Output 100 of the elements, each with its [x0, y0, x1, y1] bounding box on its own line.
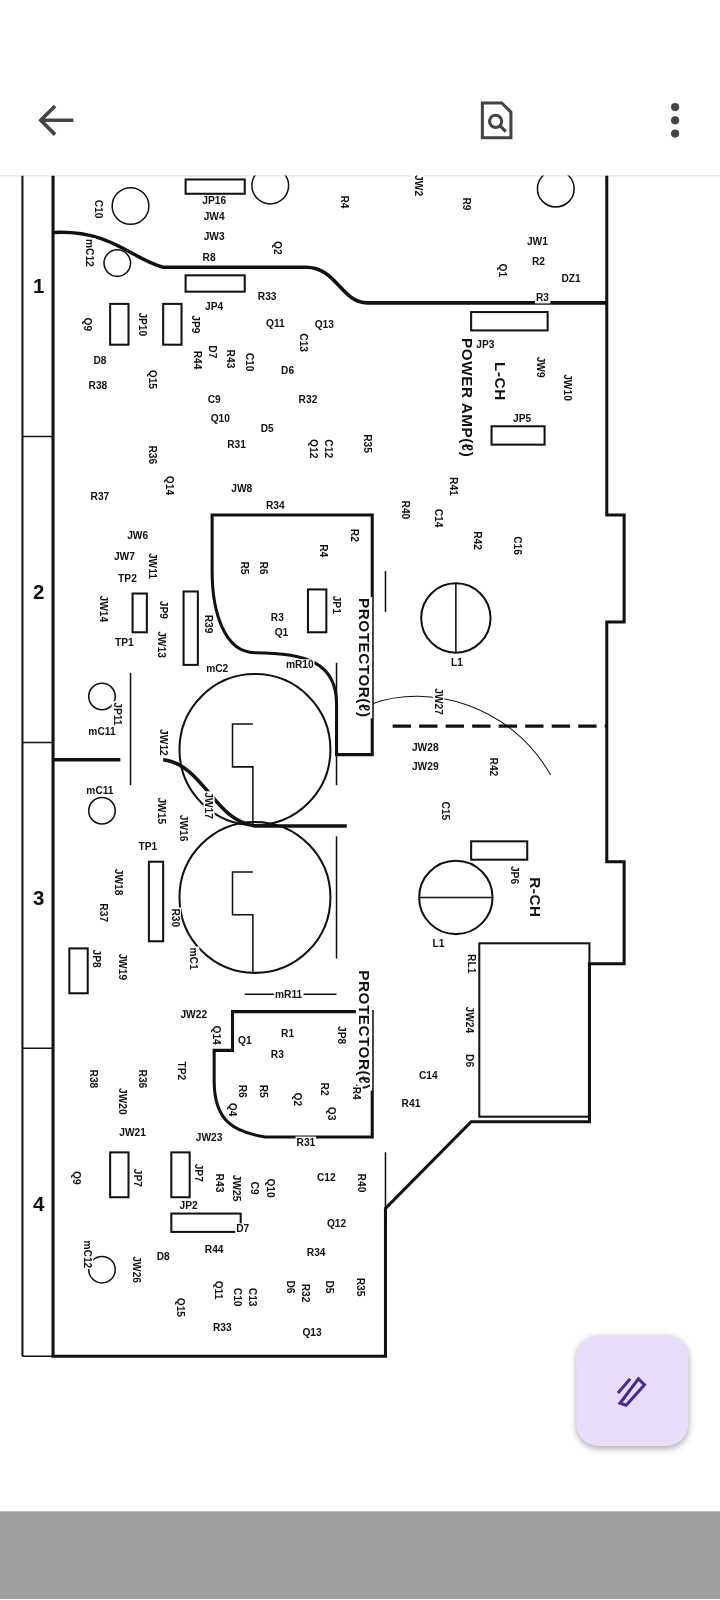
component-label: Q13: [301, 1327, 323, 1339]
component-label: D7: [206, 344, 218, 360]
component-label: JW19: [116, 952, 128, 982]
component-label: D5: [259, 422, 275, 434]
component-label: JW10: [562, 373, 574, 402]
component-label: DZ1: [560, 272, 582, 284]
component-label: R2: [318, 1081, 330, 1097]
component-label: R35: [355, 1276, 367, 1298]
component-label: Q9: [82, 316, 94, 333]
component-label: D6: [280, 364, 296, 376]
component-label: R6: [257, 560, 269, 576]
component-label: R40: [400, 499, 412, 521]
component-label: TP1: [137, 840, 159, 853]
component-label: JP8: [336, 1025, 348, 1046]
component-label: Q12: [325, 1218, 348, 1230]
component-label: TP2: [117, 572, 138, 584]
component-label: JP5: [512, 412, 533, 424]
component-label: D8: [155, 1250, 171, 1262]
component-label: JP10: [137, 311, 149, 338]
component-label: C10: [244, 351, 256, 373]
component-label: JP4: [204, 300, 225, 312]
bottom-bar: [0, 1511, 720, 1600]
component-label: D8: [92, 354, 108, 366]
component-label: JP11: [111, 701, 123, 727]
component-label: JW7: [112, 551, 136, 563]
component-label: C9: [249, 1180, 261, 1196]
board-title: PROTECTOR(ℓ): [355, 597, 373, 719]
component-label: L1: [431, 937, 446, 949]
component-label: mC12: [82, 1239, 94, 1270]
component-label: Q11: [264, 317, 286, 329]
component-label: R2: [530, 255, 546, 267]
component-label: JP7: [193, 1162, 205, 1183]
component-label: R41: [448, 476, 460, 497]
component-label: JW24: [463, 1005, 475, 1035]
component-label: JW29: [410, 761, 440, 773]
component-label: JW11: [147, 551, 159, 581]
component-label: Q10: [264, 1177, 276, 1199]
component-label: R5: [239, 560, 251, 576]
component-label: R37: [98, 902, 110, 924]
component-label: R33: [211, 1322, 233, 1334]
component-label: Q1: [236, 1034, 253, 1046]
component-label: mC1: [188, 946, 200, 971]
component-label: D5: [323, 1279, 335, 1295]
component-label: mC11: [85, 784, 115, 796]
component-label: JW27: [432, 687, 445, 716]
component-label: R34: [264, 500, 286, 512]
component-label: R44: [203, 1243, 225, 1255]
component-label: D6: [285, 1279, 297, 1295]
component-label: C12: [322, 438, 334, 460]
component-label: Q15: [147, 368, 159, 391]
component-label: JW26: [131, 1255, 143, 1284]
component-label: mC2: [205, 662, 230, 674]
component-label: mC12: [84, 238, 96, 268]
component-label: JW3: [202, 231, 226, 243]
component-label: R31: [295, 1136, 317, 1148]
component-label: JP3: [475, 339, 496, 351]
component-label: JW17: [203, 791, 215, 820]
component-label: mC11: [87, 725, 117, 737]
component-label: R1: [280, 1027, 296, 1039]
component-label: D6: [463, 1053, 475, 1069]
component-label: C12: [315, 1172, 337, 1184]
component-label: Q2: [292, 1091, 304, 1108]
component-label: C14: [417, 1070, 439, 1082]
component-label: Q15: [174, 1296, 187, 1319]
component-label: R37: [89, 491, 111, 503]
component-label: JP8: [91, 948, 103, 969]
board-title: POWER AMP(ℓ): [458, 337, 476, 459]
component-label: Q14: [210, 1024, 222, 1046]
component-label: R4: [317, 543, 329, 559]
component-label: R38: [87, 379, 109, 392]
component-label: R40: [356, 1172, 368, 1194]
component-label: R44: [192, 349, 204, 371]
component-label: R8: [201, 251, 217, 263]
component-label: R36: [147, 444, 159, 466]
component-label: JP1: [330, 594, 343, 615]
component-label: JP9: [157, 599, 169, 620]
component-label: JW22: [179, 1009, 209, 1021]
component-label: R3: [269, 611, 285, 623]
component-label: R42: [471, 530, 483, 551]
component-label: TP1: [114, 636, 135, 649]
component-label: R32: [300, 1282, 312, 1304]
component-label: JP9: [190, 314, 202, 335]
component-label: C15: [440, 800, 452, 822]
component-label: Q12: [307, 438, 319, 460]
component-label: R32: [297, 394, 319, 406]
component-label: R43: [213, 1172, 225, 1194]
component-label: R3: [535, 292, 551, 304]
component-label: JW20: [116, 1087, 128, 1116]
component-label: mR11: [274, 988, 304, 1000]
component-label: R43: [224, 348, 237, 370]
component-label: JW14: [98, 594, 110, 624]
component-label: mR10: [284, 659, 315, 671]
component-label: C10: [93, 198, 105, 220]
component-label: Q1: [273, 626, 290, 638]
component-label: Q10: [209, 412, 231, 424]
component-label: Q11: [212, 1279, 224, 1301]
component-label: C14: [432, 507, 445, 529]
component-label: JW6: [126, 529, 150, 541]
component-label: JW25: [231, 1173, 243, 1203]
component-label: Q14: [163, 474, 175, 497]
